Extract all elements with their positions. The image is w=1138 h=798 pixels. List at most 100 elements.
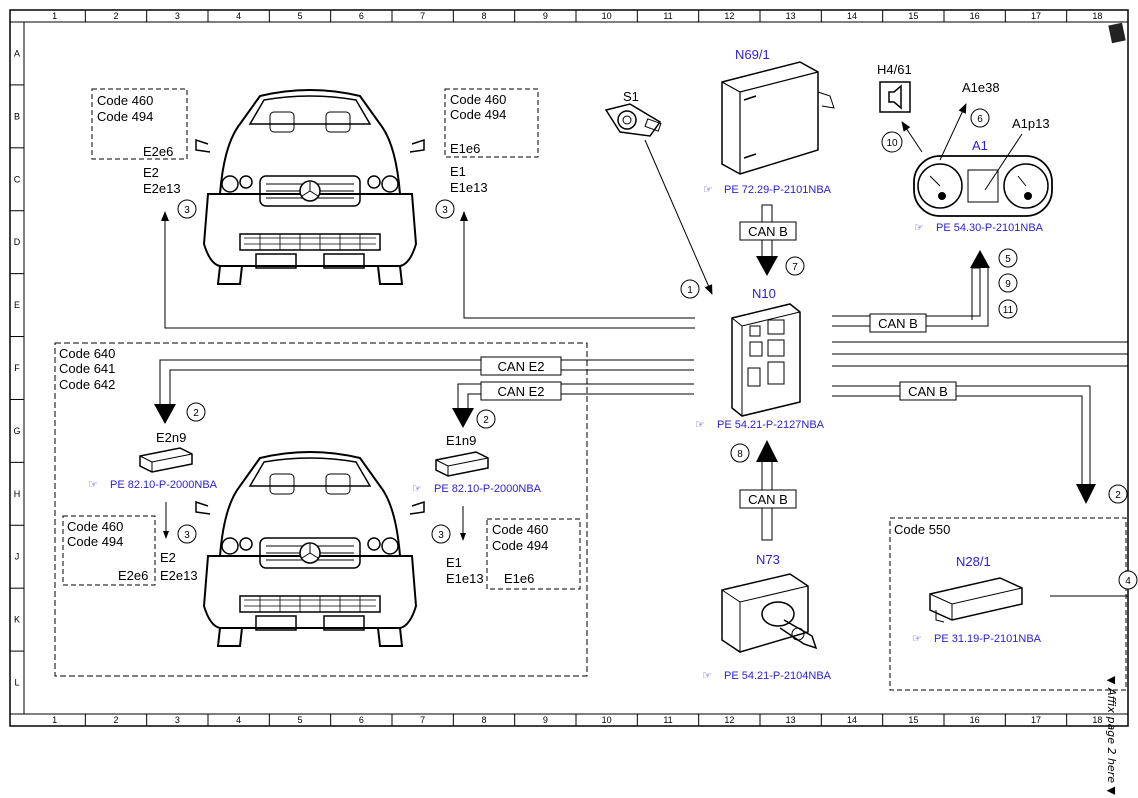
step-11: 11 — [998, 299, 1018, 319]
can-b-right-box — [869, 313, 927, 333]
code-lower-right-2: Code 494 — [492, 538, 548, 553]
step-4: 4 — [1118, 570, 1138, 590]
code-top-left-1: Code 460 — [97, 93, 153, 108]
step-2-middle: 2 — [476, 409, 496, 429]
can-b-bottom-label: CAN B — [748, 492, 788, 507]
grid-column-label: 8 — [481, 715, 486, 725]
grid-column-label: 2 — [113, 11, 118, 21]
ignition-switch-n73 — [721, 573, 818, 653]
signal-line-s1-to-n10 — [644, 139, 713, 295]
svg-text:5: 5 — [1005, 254, 1011, 265]
e2n9-label: E2n9 — [156, 430, 186, 445]
grid-row-label: C — [14, 174, 21, 184]
code-640-group-box — [54, 342, 588, 677]
grid-column-label: 15 — [908, 11, 918, 21]
line-to-h4 — [901, 121, 923, 153]
n73-ref-icon: ☞ — [702, 670, 712, 682]
svg-text:11: 11 — [1003, 305, 1014, 316]
drawing-frame — [9, 9, 1129, 727]
grid-column-label: 14 — [847, 11, 857, 21]
can-b-right-label: CAN B — [878, 316, 918, 331]
a1-label: A1 — [972, 138, 988, 153]
step-5: 5 — [998, 248, 1018, 268]
line-to-a1e38 — [939, 103, 967, 161]
grid-column-label: 5 — [297, 11, 302, 21]
code-top-right-1: Code 460 — [450, 92, 506, 107]
n28-ref-icon: ☞ — [912, 633, 922, 645]
grid-column-label: 16 — [970, 11, 980, 21]
svg-text:9: 9 — [1005, 279, 1011, 290]
svg-text:2: 2 — [193, 408, 199, 419]
step-6: 6 — [970, 108, 990, 128]
grid-row-label: K — [14, 615, 20, 625]
step-3-lower-left: 3 — [177, 524, 197, 544]
can-b-arrow-up — [756, 440, 778, 462]
grid-column-label: 18 — [1092, 715, 1102, 725]
can-e2-upper-label: CAN E2 — [498, 359, 545, 374]
line-to-a1p13 — [984, 133, 1023, 191]
n10-reference[interactable]: PE 54.21-P-2127NBA — [717, 419, 825, 431]
page-icon — [1108, 22, 1126, 44]
grid-column-label: 11 — [663, 715, 672, 725]
grid-row-label: G — [13, 426, 20, 436]
svg-text:6: 6 — [977, 114, 983, 125]
lamp-lower-e1-label: E1 — [446, 555, 462, 570]
e1n9-reference[interactable]: PE 82.10-P-2000NBA — [434, 483, 542, 495]
can-b-top-label: CAN B — [748, 224, 788, 239]
grid-column-label: 12 — [724, 715, 734, 725]
can-e2-lower-label: CAN E2 — [498, 384, 545, 399]
grid-row-label: J — [15, 552, 20, 562]
grid-column-label: 14 — [847, 715, 857, 725]
code-550-box — [889, 517, 1127, 691]
grid-column-label: 12 — [724, 11, 734, 21]
grid-column-label: 2 — [113, 715, 118, 725]
e2n9-reference[interactable]: PE 82.10-P-2000NBA — [110, 479, 218, 491]
grid-column-label: 9 — [543, 715, 548, 725]
can-e2-arrow-right — [452, 408, 474, 428]
lamp-e1e13-label: E1e13 — [450, 180, 488, 195]
svg-text:1: 1 — [687, 285, 693, 296]
svg-text:3: 3 — [442, 205, 448, 216]
grid-row-label: E — [14, 300, 20, 310]
a1-ref-icon: ☞ — [914, 222, 924, 234]
code-lower-left-2: Code 494 — [67, 534, 123, 549]
speaker-icon — [888, 84, 902, 110]
grid-column-label: 7 — [420, 11, 425, 21]
svg-text:7: 7 — [792, 262, 798, 273]
n28-reference[interactable]: PE 31.19-P-2101NBA — [934, 633, 1042, 645]
lamp-lower-e1e6-label: E1e6 — [504, 571, 534, 586]
sam-control-unit-n10 — [731, 303, 801, 417]
can-b-arrow-down-right — [1076, 484, 1096, 504]
grid-column-label: 18 — [1092, 11, 1102, 21]
can-b-lower-right-label: CAN B — [908, 384, 948, 399]
a1-reference[interactable]: PE 54.30-P-2101NBA — [936, 222, 1044, 234]
lamp-lower-e2e13-label: E2e13 — [160, 568, 198, 583]
grid-row-label: D — [14, 237, 21, 247]
grid-column-label: 13 — [786, 715, 796, 725]
n69-label: N69/1 — [735, 47, 770, 62]
can-b-arrow-to-a1 — [970, 250, 990, 268]
grid-column-label: 11 — [663, 11, 672, 21]
code-top-left-2: Code 494 — [97, 109, 153, 124]
e1n9-label: E1n9 — [446, 433, 476, 448]
n73-reference[interactable]: PE 54.21-P-2104NBA — [724, 670, 832, 682]
can-b-arrow-down — [756, 256, 778, 276]
code-642-label: Code 642 — [59, 377, 115, 392]
grid-row-label: B — [14, 111, 20, 121]
code-lower-right-1: Code 460 — [492, 522, 548, 537]
vehicle-front-top — [195, 89, 425, 285]
step-3-lower-right: 3 — [431, 524, 451, 544]
lamp-e2e6-label: E2e6 — [143, 144, 173, 159]
grid-column-label: 3 — [175, 715, 180, 725]
trailer-module-n28 — [929, 577, 1023, 623]
grid-column-label: 10 — [602, 11, 612, 21]
lamp-e2e13-label: E2e13 — [143, 181, 181, 196]
svg-text:2: 2 — [1115, 490, 1121, 501]
svg-text:3: 3 — [184, 205, 190, 216]
grid-column-label: 9 — [543, 11, 548, 21]
n10-ref-icon: ☞ — [695, 419, 705, 431]
grid-column-label: 6 — [359, 715, 364, 725]
can-bus-pipe-lower-right — [832, 385, 1091, 484]
step-8: 8 — [730, 443, 750, 463]
n69-reference[interactable]: PE 72.29-P-2101NBA — [724, 184, 832, 196]
